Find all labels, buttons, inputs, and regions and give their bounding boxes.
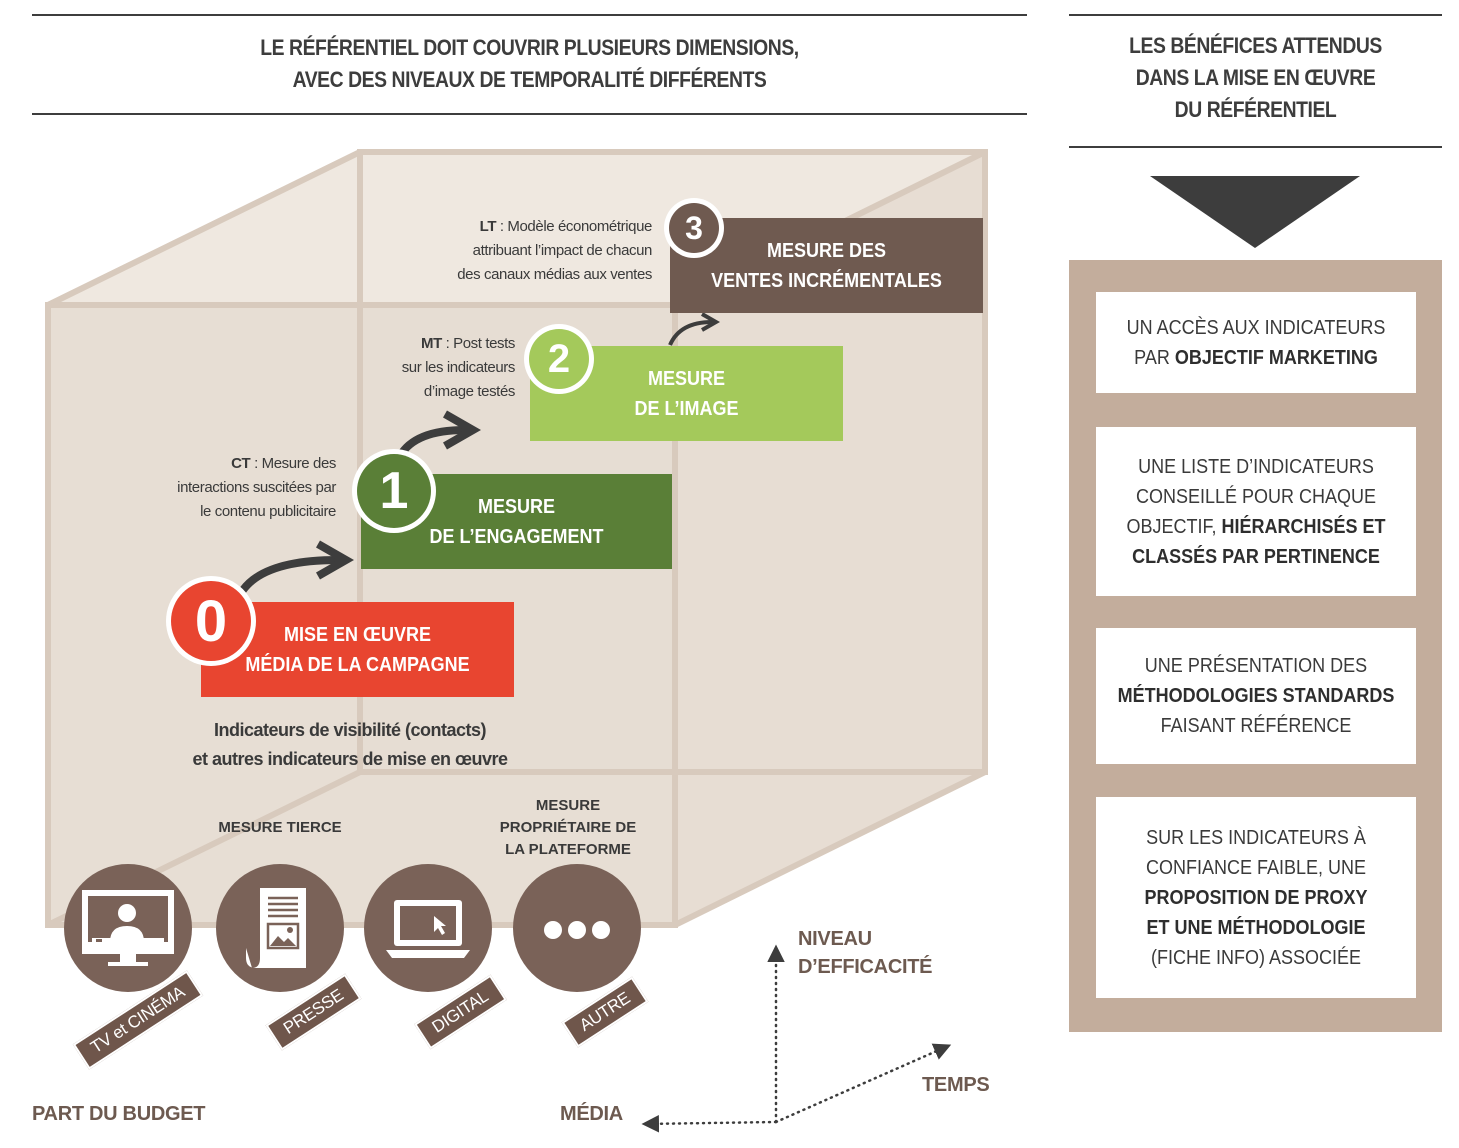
axis-label-niveau-line2: D’EFFICACITÉ (798, 956, 933, 978)
step-2-badge: 2 (524, 324, 594, 394)
benefit-2-line1: UNE LISTE D’INDICATEURS (1138, 455, 1374, 478)
media-autre-circle (513, 864, 641, 992)
step-1-line2: DE L’ENGAGEMENT (429, 525, 604, 548)
step-1-number: 1 (357, 454, 431, 528)
right-title-line3: DU RÉFÉRENTIEL (1174, 97, 1337, 122)
step-2-line1: MESURE (647, 367, 726, 390)
tv-presenter-icon (82, 890, 174, 966)
note-mt-line3: d’image testés (423, 383, 516, 400)
benefit-4-line1: SUR LES INDICATEURS À (1146, 826, 1366, 849)
media-tv-circle (64, 864, 192, 992)
axis-label-media-text: MÉDIA (560, 1103, 623, 1125)
step-2-number: 2 (529, 329, 589, 389)
step-0-badge: 0 (166, 576, 256, 666)
right-title-bottom-rule (1069, 146, 1442, 148)
measure-tierce-label: MESURE TIERCE (190, 817, 370, 839)
right-title-line2: DANS LA MISE EN ŒUVRE (1135, 65, 1376, 90)
axis-label-niveau-line1: NIVEAU (798, 928, 872, 950)
note-ct-line1: : Mesure des (250, 455, 336, 472)
cube-edge-br (673, 769, 987, 928)
step-0-box: MISE EN ŒUVRE MÉDIA DE LA CAMPAGNE (201, 602, 514, 697)
benefit-2-line4-bold: CLASSÉS PAR PERTINENCE (1132, 545, 1380, 568)
benefit-4-line3-bold: PROPOSITION DE PROXY (1144, 886, 1368, 909)
benefit-1-line2-pre: PAR (1134, 346, 1175, 369)
measure-proprietaire-line1: MESURE (535, 797, 601, 814)
right-title-line1: LES BÉNÉFICES ATTENDUS (1129, 33, 1382, 58)
note-lt-bold: LT (479, 218, 497, 235)
note-lt-line2: attribuant l’impact de chacun (472, 242, 653, 259)
note-ct-line3: le contenu publicitaire (200, 503, 336, 520)
benefit-3-line3: FAISANT RÉFÉRENCE (1160, 715, 1352, 737)
note-ct-line2: interactions suscitées par (177, 479, 336, 496)
step-0-line2: MÉDIA DE LA CAMPAGNE (245, 653, 470, 676)
measure-tierce-text: MESURE TIERCE (218, 819, 342, 836)
visibility-line1: Indicateurs de visibilité (contacts) (213, 720, 487, 740)
cube-edge-tl (46, 149, 362, 308)
visibility-line2: et autres indicateurs de mise en œuvre (192, 749, 508, 769)
step-3-badge: 3 (664, 198, 724, 258)
axis-label-temps-text: TEMPS (922, 1074, 990, 1096)
laptop-cursor-icon (386, 900, 470, 958)
step-3-line2: VENTES INCRÉMENTALES (711, 269, 942, 292)
step-1-badge: 1 (352, 449, 436, 533)
arrow-0-to-1 (239, 540, 355, 594)
media-digital-circle (364, 864, 492, 992)
left-title-bottom-rule (32, 113, 1027, 115)
left-title-line1: LE RÉFÉRENTIEL DOIT COUVRIR PLUSIEURS DI… (260, 35, 799, 60)
benefits-pointer-triangle (1150, 176, 1360, 248)
measure-proprietaire-line3: LA PLATEFORME (505, 841, 631, 858)
note-ct-bold: CT (231, 455, 251, 472)
note-ct: CT : Mesure des interactions suscitées p… (140, 452, 336, 524)
visibility-text: Indicateurs de visibilité (contacts) et … (160, 716, 540, 774)
step-2-line2: DE L’IMAGE (634, 397, 739, 420)
benefit-4-line5: (FICHE INFO) ASSOCIÉE (1150, 946, 1362, 969)
cube-right-face (675, 152, 985, 925)
note-mt-line1: : Post tests (441, 335, 516, 352)
benefit-3-line1: UNE PRÉSENTATION DES (1144, 655, 1368, 677)
step-1-line1: MESURE (477, 495, 556, 518)
benefit-4-line4-bold: ET UNE MÉTHODOLOGIE (1146, 916, 1366, 939)
benefit-4-line2: CONFIANCE FAIBLE, UNE (1145, 856, 1367, 879)
benefit-2-line2: CONSEILLÉ POUR CHAQUE (1135, 485, 1377, 508)
benefit-card-2: UNE LISTE D’INDICATEURS CONSEILLÉ POUR C… (1096, 427, 1416, 596)
media-presse-circle (216, 864, 344, 992)
note-lt-line3: des canaux médias aux ventes (457, 266, 652, 283)
axis-label-media: MÉDIA (560, 1100, 623, 1128)
step-0-number: 0 (171, 581, 251, 661)
left-title-top-rule (32, 14, 1027, 16)
axis-label-temps: TEMPS (922, 1071, 990, 1099)
ellipsis-icon (544, 921, 610, 939)
axis-label-budget: PART DU BUDGET (32, 1100, 206, 1128)
measure-proprietaire-label: MESURE PROPRIÉTAIRE DE LA PLATEFORME (478, 795, 658, 861)
step-3-number: 3 (669, 203, 719, 253)
axis-media (641, 1115, 778, 1133)
benefit-1-line2-bold: OBJECTIF MARKETING (1174, 346, 1378, 369)
axis-temps (774, 1043, 952, 1124)
right-title-top-rule (1069, 14, 1442, 16)
note-mt: MT : Post tests sur les indicateurs d’im… (330, 332, 516, 404)
right-title: LES BÉNÉFICES ATTENDUS DANS LA MISE EN Œ… (1091, 30, 1419, 126)
arrow-2-to-3 (668, 312, 721, 346)
benefit-2-line3-pre: OBJECTIF, (1126, 515, 1222, 538)
note-lt-line1: : Modèle économétrique (496, 218, 653, 235)
step-3-line1: MESURE DES (766, 239, 887, 262)
note-mt-line2: sur les indicateurs (401, 359, 516, 376)
benefit-3-line2-bold: MÉTHODOLOGIES STANDARDS (1117, 685, 1395, 707)
step-0-line1: MISE EN ŒUVRE (283, 623, 432, 646)
left-title: LE RÉFÉRENTIEL DOIT COUVRIR PLUSIEURS DI… (92, 32, 968, 96)
benefit-2-line3-bold: HIÉRARCHISÉS ET (1221, 515, 1386, 538)
left-title-line2: AVEC DES NIVEAUX DE TEMPORALITÉ DIFFÉREN… (292, 67, 767, 92)
benefit-card-3: UNE PRÉSENTATION DES MÉTHODOLOGIES STAND… (1096, 628, 1416, 764)
measure-proprietaire-line2: PROPRIÉTAIRE DE (499, 819, 637, 836)
axis-label-niveau: NIVEAU D’EFFICACITÉ (798, 925, 932, 981)
newspaper-icon (246, 888, 306, 968)
benefit-card-1: UN ACCÈS AUX INDICATEURS PAR OBJECTIF MA… (1096, 292, 1416, 393)
benefit-1-line1: UN ACCÈS AUX INDICATEURS (1126, 316, 1386, 339)
axis-label-budget-text: PART DU BUDGET (32, 1103, 206, 1125)
note-lt: LT : Modèle économétrique attribuant l’i… (420, 215, 652, 287)
note-mt-bold: MT (420, 335, 442, 352)
benefit-card-4: SUR LES INDICATEURS À CONFIANCE FAIBLE, … (1096, 797, 1416, 998)
